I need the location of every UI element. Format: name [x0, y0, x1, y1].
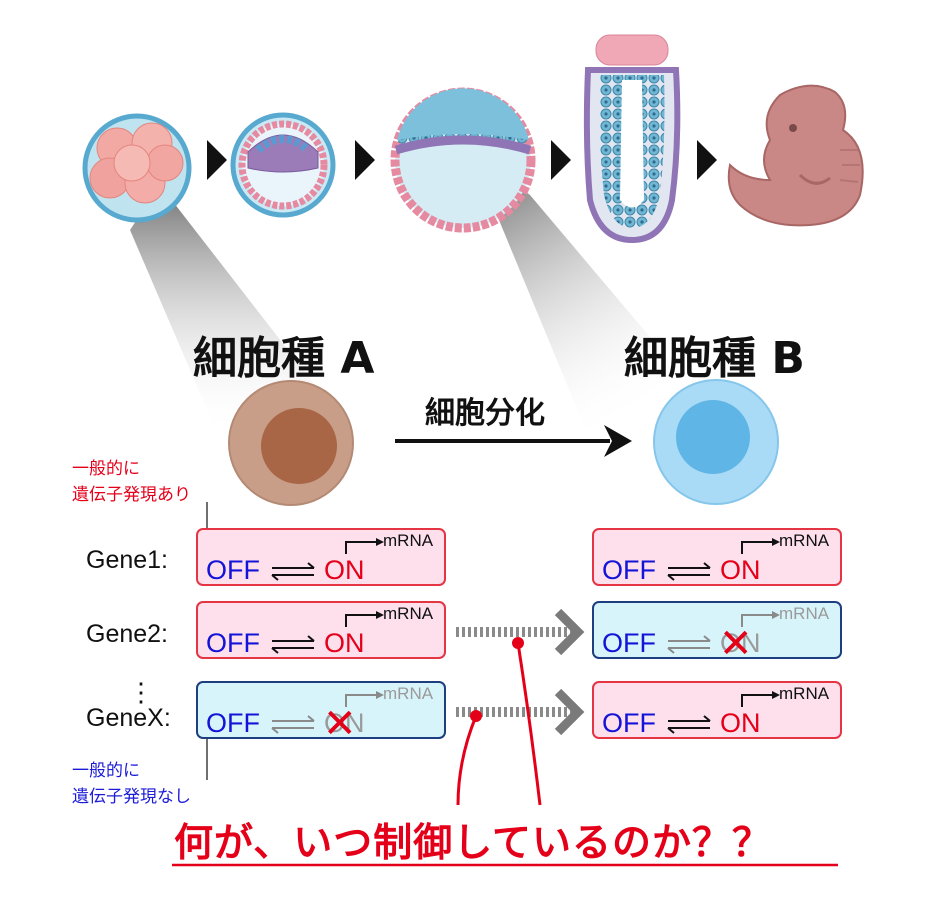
gene1-b-mrna: mRNA [779, 531, 830, 550]
cell-type-a-label: 細胞種 A [193, 333, 375, 384]
stage-arrow-icon [355, 140, 375, 180]
differentiation-arrowhead [604, 425, 632, 457]
gene2-cell-b-box: OFF ON mRNA ✕ [592, 601, 842, 664]
note-not-expressed-line1: 一般的に [72, 761, 140, 781]
note-expressed: 一般的に 遺伝子発現あり [72, 456, 191, 508]
vertical-ellipsis: ⋮ [128, 677, 154, 707]
note-not-expressed: 一般的に 遺伝子発現なし [72, 758, 191, 810]
gene2-b-arrows [667, 611, 780, 654]
note-not-expressed-line2: 遺伝子発現なし [72, 787, 191, 807]
cross-mark-icon: ✕ [719, 621, 753, 667]
gene2-b-on: ON [720, 628, 761, 658]
morula-icon [82, 113, 192, 223]
gene1-b-on: ON [720, 555, 761, 585]
transition-chevron-genex [554, 688, 585, 736]
genex-cell-a-box: OFF ON mRNA ✕ [196, 681, 446, 744]
genex-a-arrows [271, 691, 384, 734]
genex-a-on: ON [324, 708, 365, 738]
genex-b-mrna: mRNA [779, 684, 830, 703]
gene1-label: Gene1: [86, 546, 169, 574]
gene2-a-arrows [271, 611, 384, 654]
genex-a-off: OFF [206, 708, 260, 738]
genex-a-mrna: mRNA [383, 684, 434, 703]
gene1-a-mrna: mRNA [383, 531, 434, 550]
stage-arrow-icon [697, 140, 717, 180]
gene2-b-off: OFF [602, 628, 656, 658]
neural-tube-icon [583, 34, 681, 244]
cell-a-nucleus [261, 408, 337, 484]
genex-cell-b-box: OFF ON mRNA [592, 681, 842, 739]
differentiation-label: 細胞分化 [425, 396, 545, 431]
stage-arrow-icon [551, 140, 571, 180]
cross-mark-icon: ✕ [323, 701, 357, 747]
genex-b-off: OFF [602, 708, 656, 738]
note-expressed-line2: 遺伝子発現あり [72, 485, 191, 505]
note-expressed-line1: 一般的に [72, 459, 140, 479]
gene2-a-mrna: mRNA [383, 604, 434, 623]
gene1-a-arrows [271, 538, 384, 581]
blastocyst-icon [230, 112, 336, 218]
gene2-a-off: OFF [206, 628, 260, 658]
gene1-a-off: OFF [206, 555, 260, 585]
gene1-b-arrows [667, 538, 780, 581]
gene2-a-on: ON [324, 628, 365, 658]
gene2-label: Gene2: [86, 620, 169, 648]
cell-type-b-label: 細胞種 B [624, 333, 805, 384]
transition-chevron-gene2 [554, 608, 585, 656]
embryo-icon [727, 84, 864, 227]
zoom-cone-a [130, 185, 350, 435]
gene1-a-on: ON [324, 555, 365, 585]
question-text: 何が、いつ制御しているのか？？ [174, 821, 773, 866]
stage-arrow-icon [207, 140, 227, 180]
gene2-b-mrna: mRNA [779, 604, 830, 623]
genex-b-on: ON [720, 708, 761, 738]
zoom-cone-b [470, 150, 720, 440]
gastrula-icon [390, 87, 536, 233]
gene2-cell-a-box: OFF ON mRNA [196, 601, 446, 659]
gene1-cell-a-box: OFF ON mRNA [196, 528, 446, 586]
cell-b-nucleus [676, 400, 750, 474]
gene1-cell-b-box: OFF ON mRNA [592, 528, 842, 586]
gene1-b-off: OFF [602, 555, 656, 585]
genex-b-arrows [667, 691, 780, 734]
genex-label: GeneX: [86, 704, 171, 732]
